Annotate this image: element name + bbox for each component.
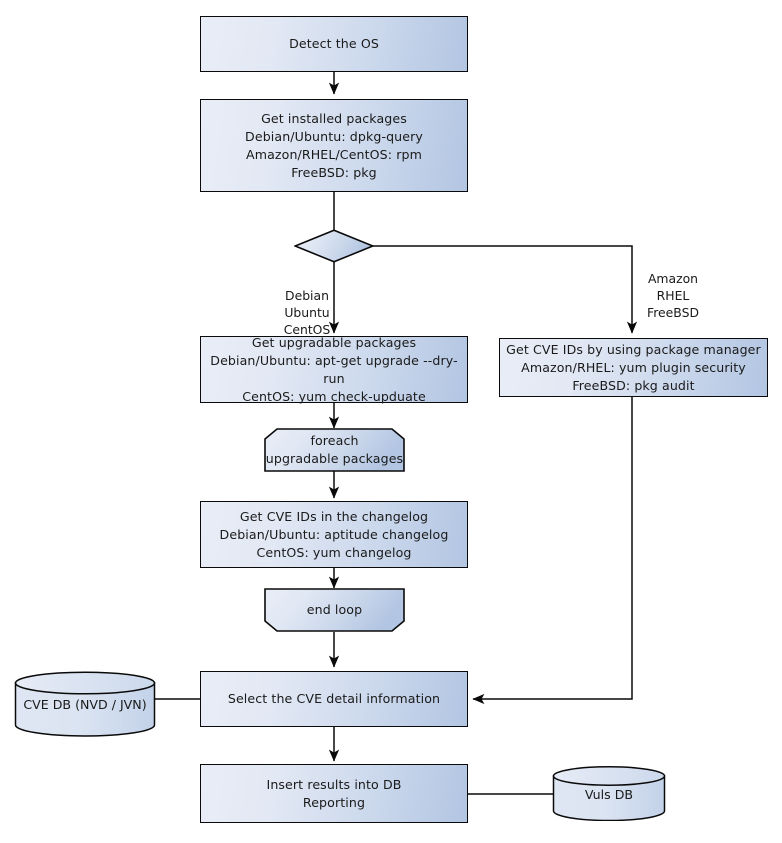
node-select-cve-detail[interactable]: Select the CVE detail information — [200, 671, 468, 727]
node-vuls-db-label: Vuls DB — [552, 787, 666, 802]
node-vuls-db[interactable]: Vuls DB — [552, 766, 666, 821]
node-cve-db-label-text: CVE DB (NVD / JVN) — [23, 697, 147, 712]
loop-end-shape-icon — [264, 588, 405, 632]
node-cve-db-label: CVE DB (NVD / JVN) — [14, 697, 156, 712]
edge-pkgmanager-to-select — [472, 397, 633, 705]
database-cylinder-icon — [552, 766, 666, 821]
node-get-cve-ids-changelog-label: Get CVE IDs in the changelog Debian/Ubun… — [219, 508, 449, 560]
node-get-installed-packages-label: Get installed packages Debian/Ubuntu: dp… — [245, 110, 423, 180]
node-get-upgradable-packages[interactable]: Get upgradable packages Debian/Ubuntu: a… — [200, 334, 468, 404]
node-get-cve-ids-changelog[interactable]: Get CVE IDs in the changelog Debian/Ubun… — [200, 501, 468, 568]
node-get-installed-packages[interactable]: Get installed packages Debian/Ubuntu: dp… — [200, 99, 468, 192]
node-end-loop[interactable]: end loop — [264, 588, 405, 632]
database-cylinder-icon — [14, 671, 156, 737]
edge-label-branch-left: Debian Ubuntu CentOS — [278, 270, 336, 338]
node-get-cve-ids-package-manager[interactable]: Get CVE IDs by using package manager Ama… — [499, 338, 768, 397]
edge-decision-to-pkgmanager — [372, 245, 638, 334]
edge-label-branch-right: Amazon RHEL FreeBSD — [637, 253, 709, 321]
node-insert-results-label: Insert results into DB Reporting — [266, 776, 402, 810]
node-os-branch-decision[interactable] — [294, 229, 374, 263]
node-foreach-loop-start[interactable]: foreach upgradable packages — [264, 428, 405, 472]
node-detect-os-label: Detect the OS — [289, 36, 379, 51]
node-get-upgradable-packages-label: Get upgradable packages Debian/Ubuntu: a… — [210, 334, 458, 404]
edge-label-branch-left-text: Debian Ubuntu CentOS — [283, 288, 331, 337]
node-insert-results[interactable]: Insert results into DB Reporting — [200, 764, 468, 823]
node-get-cve-ids-package-manager-label: Get CVE IDs by using package manager Ama… — [506, 341, 761, 393]
loop-start-shape-icon — [264, 428, 405, 472]
node-vuls-db-label-text: Vuls DB — [584, 787, 634, 802]
node-detect-os[interactable]: Detect the OS — [200, 16, 468, 72]
decision-diamond-icon — [294, 229, 374, 263]
node-cve-db[interactable]: CVE DB (NVD / JVN) — [14, 671, 156, 737]
node-foreach-loop-start-label: foreach upgradable packages — [265, 433, 404, 466]
node-end-loop-label: end loop — [306, 602, 363, 617]
edge-label-branch-right-text: Amazon RHEL FreeBSD — [647, 271, 699, 320]
node-select-cve-detail-label: Select the CVE detail information — [227, 691, 441, 706]
